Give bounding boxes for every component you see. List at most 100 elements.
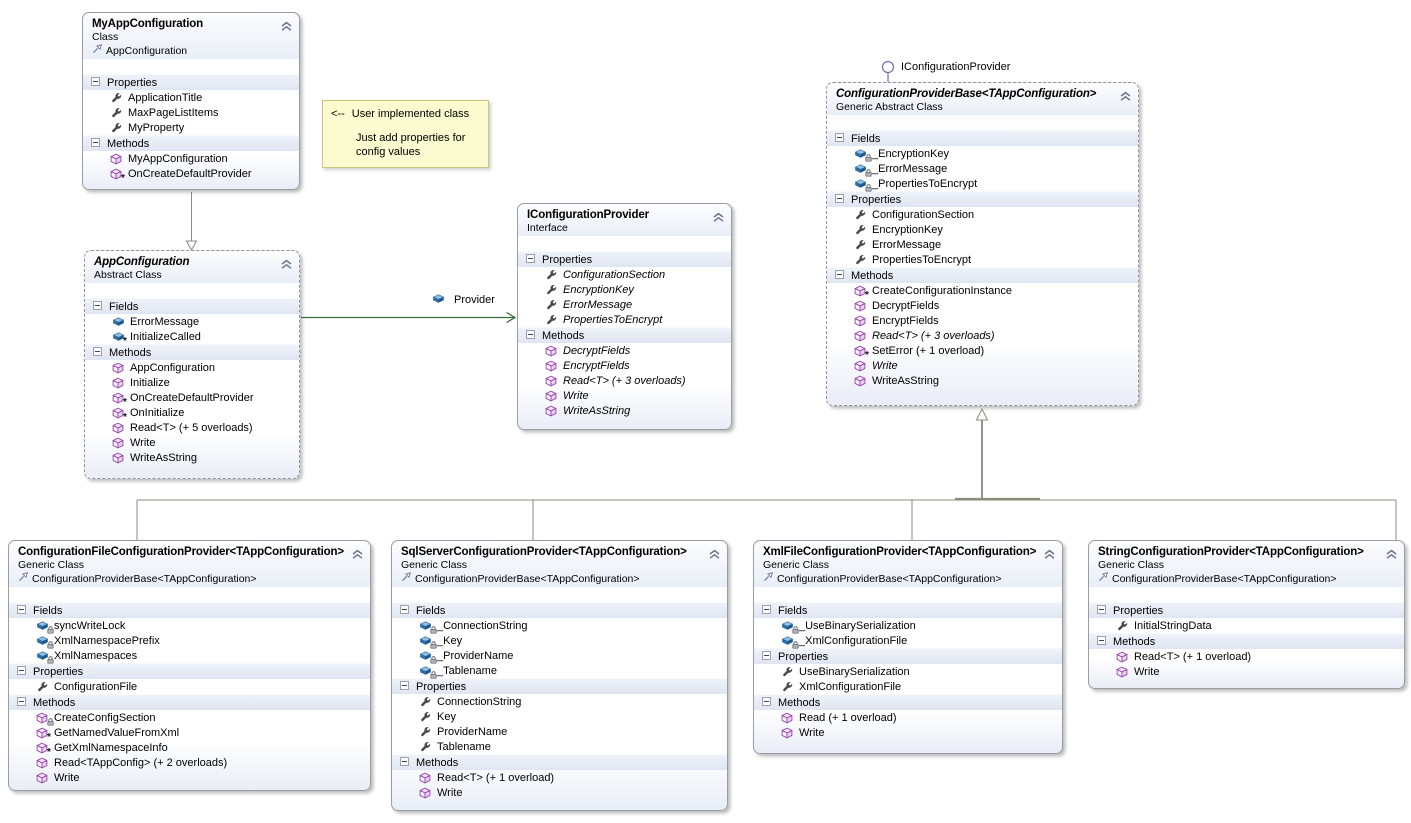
class-header[interactable]: ConfigurationProviderBase<TAppConfigurat…: [827, 83, 1138, 115]
member-row[interactable]: Write: [754, 725, 1062, 740]
class-header[interactable]: StringConfigurationProvider<TAppConfigur…: [1089, 541, 1404, 587]
collapse-chevron-icon[interactable]: [1043, 547, 1056, 559]
member-row[interactable]: Key: [392, 709, 727, 724]
member-row[interactable]: ApplicationTitle: [83, 90, 299, 105]
member-row[interactable]: ErrorMessage: [85, 314, 299, 329]
member-row[interactable]: *OnCreateDefaultProvider: [85, 390, 299, 407]
collapse-minus-icon[interactable]: [762, 696, 771, 709]
collapse-chevron-icon[interactable]: [712, 210, 725, 222]
member-row[interactable]: PropertiesToEncrypt: [518, 312, 731, 327]
member-row[interactable]: EncryptFields: [827, 313, 1138, 328]
member-row[interactable]: Write: [85, 435, 299, 450]
member-row[interactable]: _ProviderName: [392, 648, 727, 664]
member-row[interactable]: Initialize: [85, 375, 299, 390]
collapse-minus-icon[interactable]: [762, 604, 771, 617]
member-row[interactable]: Tablename: [392, 739, 727, 754]
member-row[interactable]: _Key: [392, 633, 727, 649]
member-row[interactable]: MyProperty: [83, 120, 299, 135]
member-row[interactable]: WriteAsString: [827, 373, 1138, 388]
member-row[interactable]: ConfigurationSection: [518, 267, 731, 282]
member-row[interactable]: _XmlConfigurationFile: [754, 633, 1062, 649]
collapse-minus-icon[interactable]: [91, 137, 100, 150]
collapse-minus-icon[interactable]: [400, 604, 409, 617]
collapse-minus-icon[interactable]: [400, 756, 409, 769]
class-box-base[interactable]: ConfigurationProviderBase<TAppConfigurat…: [826, 82, 1139, 406]
member-row[interactable]: CreateConfigSection: [9, 710, 370, 726]
member-row[interactable]: EncryptionKey: [518, 282, 731, 297]
member-row[interactable]: EncryptFields: [518, 358, 731, 373]
class-box-fileprov[interactable]: ConfigurationFileConfigurationProvider<T…: [8, 540, 371, 791]
class-header[interactable]: SqlServerConfigurationProvider<TAppConfi…: [392, 541, 727, 587]
member-row[interactable]: EncryptionKey: [827, 222, 1138, 237]
member-row[interactable]: ProviderName: [392, 724, 727, 739]
member-row[interactable]: Write: [827, 358, 1138, 373]
collapse-chevron-icon[interactable]: [708, 547, 721, 559]
member-row[interactable]: XmlNamespacePrefix: [9, 633, 370, 649]
collapse-minus-icon[interactable]: [17, 604, 26, 617]
comment-note[interactable]: <-- User implemented class Just add prop…: [322, 100, 489, 168]
inheritance-connector-myappconfiguration-to-appconfiguration[interactable]: [185, 192, 198, 252]
member-row[interactable]: Read<T> (+ 5 overloads): [85, 420, 299, 435]
collapse-minus-icon[interactable]: [400, 680, 409, 693]
member-row[interactable]: Read<TAppConfig> (+ 2 overloads): [9, 755, 370, 770]
member-row[interactable]: MaxPageListItems: [83, 105, 299, 120]
member-row[interactable]: Write: [9, 770, 370, 785]
member-row[interactable]: Read<T> (+ 3 overloads): [518, 373, 731, 388]
member-row[interactable]: WriteAsString: [518, 403, 731, 418]
collapse-minus-icon[interactable]: [93, 300, 102, 313]
class-box-sqlprov[interactable]: SqlServerConfigurationProvider<TAppConfi…: [391, 540, 728, 811]
member-row[interactable]: MyAppConfiguration: [83, 151, 299, 166]
member-row[interactable]: Write: [518, 388, 731, 403]
collapse-chevron-icon[interactable]: [351, 547, 364, 559]
class-box-xmlprov[interactable]: XmlFileConfigurationProvider<TAppConfigu…: [753, 540, 1063, 754]
collapse-minus-icon[interactable]: [526, 329, 535, 342]
member-row[interactable]: _Tablename: [392, 663, 727, 679]
member-row[interactable]: ConnectionString: [392, 694, 727, 709]
class-box-strprov[interactable]: StringConfigurationProvider<TAppConfigur…: [1088, 540, 1405, 689]
collapse-chevron-icon[interactable]: [280, 19, 293, 31]
member-row[interactable]: PropertiesToEncrypt: [827, 252, 1138, 267]
member-row[interactable]: XmlConfigurationFile: [754, 679, 1062, 694]
member-row[interactable]: ErrorMessage: [518, 297, 731, 312]
member-row[interactable]: _ErrorMessage: [827, 161, 1138, 177]
class-header[interactable]: XmlFileConfigurationProvider<TAppConfigu…: [754, 541, 1062, 587]
interface-lollipop-connector[interactable]: [881, 60, 895, 83]
collapse-minus-icon[interactable]: [835, 132, 844, 145]
member-row[interactable]: ConfigurationSection: [827, 207, 1138, 222]
collapse-chevron-icon[interactable]: [1119, 89, 1132, 101]
member-row[interactable]: UseBinarySerialization: [754, 664, 1062, 679]
member-row[interactable]: Write: [392, 785, 727, 800]
collapse-minus-icon[interactable]: [526, 253, 535, 266]
collapse-minus-icon[interactable]: [835, 269, 844, 282]
member-row[interactable]: *GetNamedValueFromXml: [9, 725, 370, 742]
member-row[interactable]: XmlNamespaces: [9, 648, 370, 664]
class-header[interactable]: ConfigurationFileConfigurationProvider<T…: [9, 541, 370, 587]
member-row[interactable]: *GetXmlNamespaceInfo: [9, 740, 370, 757]
collapse-minus-icon[interactable]: [1097, 635, 1106, 648]
collapse-chevron-icon[interactable]: [1385, 547, 1398, 559]
member-row[interactable]: DecryptFields: [827, 298, 1138, 313]
member-row[interactable]: Write: [1089, 664, 1404, 679]
member-row[interactable]: _EncryptionKey: [827, 146, 1138, 162]
member-row[interactable]: ErrorMessage: [827, 237, 1138, 252]
member-row[interactable]: ConfigurationFile: [9, 679, 370, 694]
member-row[interactable]: WriteAsString: [85, 450, 299, 465]
association-connector-provider[interactable]: [301, 311, 517, 324]
member-row[interactable]: *InitializeCalled: [85, 329, 299, 347]
member-row[interactable]: Read (+ 1 overload): [754, 710, 1062, 725]
collapse-minus-icon[interactable]: [93, 346, 102, 359]
collapse-minus-icon[interactable]: [762, 650, 771, 663]
collapse-minus-icon[interactable]: [91, 76, 100, 89]
member-row[interactable]: Read<T> (+ 1 overload): [392, 770, 727, 785]
collapse-minus-icon[interactable]: [835, 193, 844, 206]
collapse-minus-icon[interactable]: [1097, 604, 1106, 617]
member-row[interactable]: *SetError (+ 1 overload): [827, 343, 1138, 360]
collapse-minus-icon[interactable]: [17, 665, 26, 678]
member-row[interactable]: syncWriteLock: [9, 618, 370, 634]
inheritance-tree-connector-providers-to-base[interactable]: [136, 407, 1397, 540]
